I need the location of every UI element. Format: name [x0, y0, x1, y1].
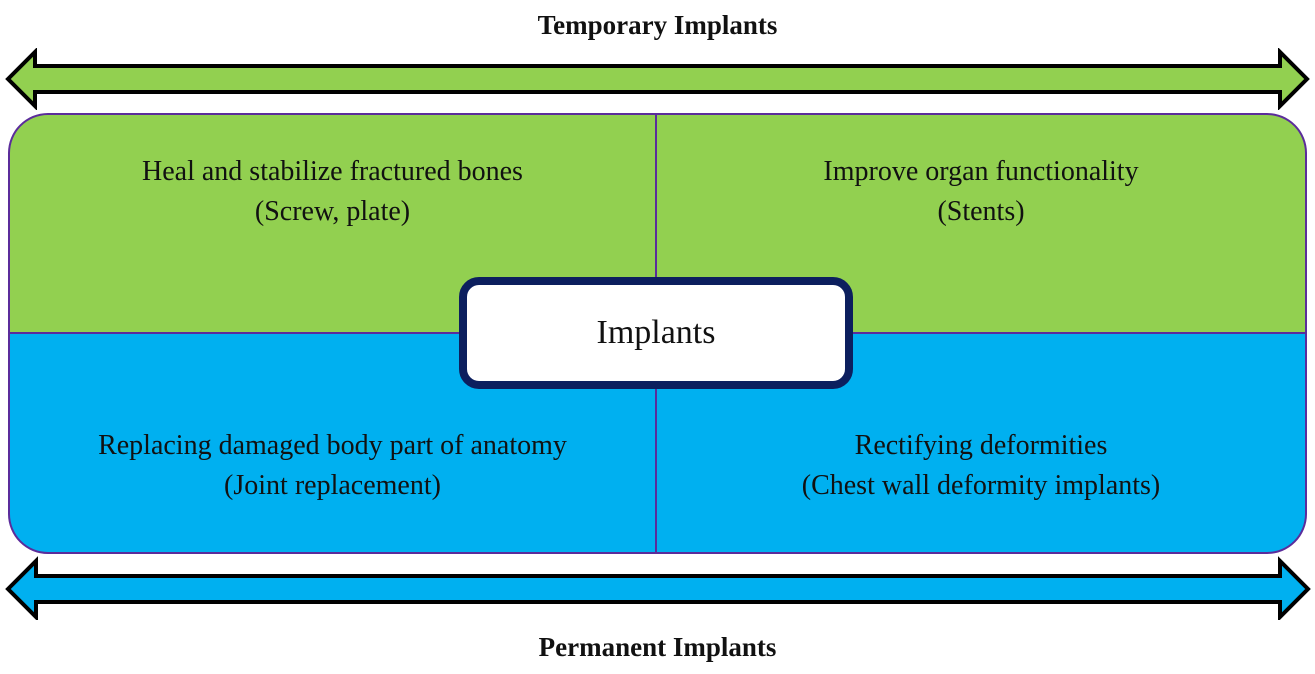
quadrant-title: Rectifying deformities [854, 430, 1108, 461]
quadrant-example: (Screw, plate) [254, 196, 411, 227]
temporary-implants-heading: Temporary Implants [537, 10, 778, 40]
quadrant-heal-fractured-bones: Heal and stabilize fractured bones (Scre… [8, 113, 656, 333]
quadrant-title: Heal and stabilize fractured bones [142, 156, 523, 187]
quadrant-title: Replacing damaged body part of anatomy [98, 430, 567, 461]
quadrant-title: Improve organ functionality [823, 156, 1139, 187]
permanent-double-arrow [5, 556, 1311, 620]
quadrant-example: (Stents) [937, 196, 1025, 227]
implants-center-label: Implants [596, 314, 716, 351]
implants-center-box: Implants [459, 277, 853, 389]
permanent-arrow-shape [5, 556, 1311, 620]
quadrant-example: (Chest wall deformity implants) [801, 470, 1161, 501]
quadrant-example: (Joint replacement) [224, 470, 441, 501]
temporary-double-arrow [5, 48, 1310, 110]
temporary-arrow-shape [5, 48, 1310, 110]
permanent-implants-heading: Permanent Implants [538, 632, 777, 662]
